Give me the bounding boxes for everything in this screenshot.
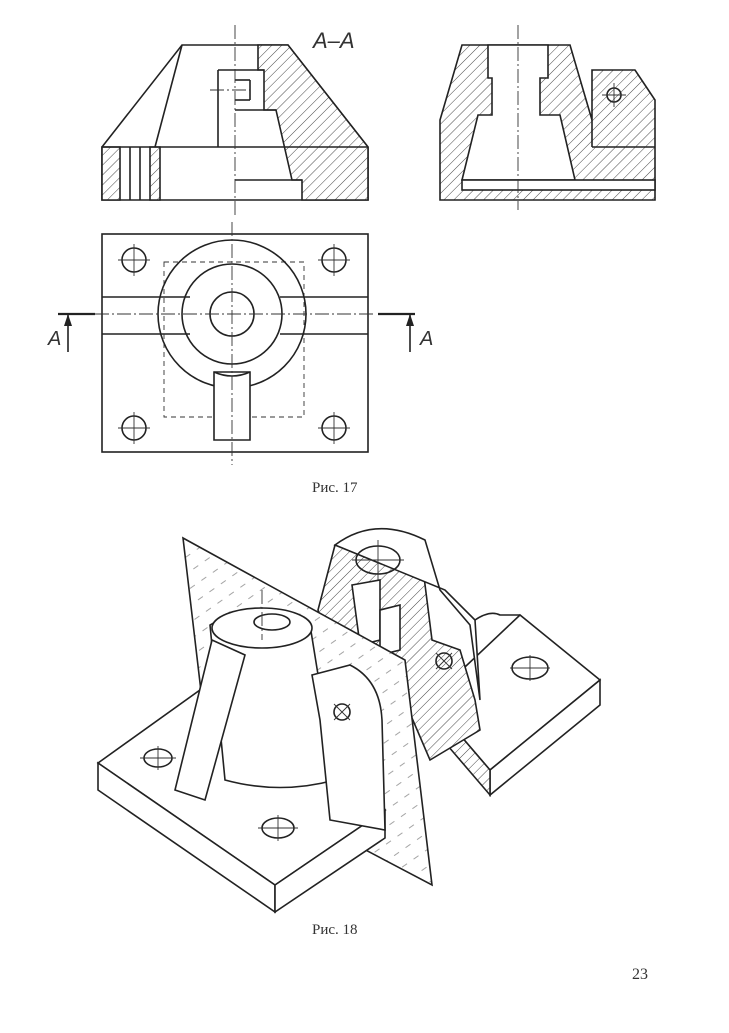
section-label: A–A [313,28,355,53]
fig18-caption: Рис. 18 [312,922,358,938]
front-view [101,25,369,215]
fig17-caption: Рис. 17 [312,480,358,496]
cut-letter-right: A [420,328,434,350]
top-view [58,222,415,465]
cut-letter-left: A [48,328,62,350]
page-number: 23 [632,966,648,983]
fig17-drawing [58,25,656,465]
cutting-plane [182,536,433,887]
side-section-view [439,25,656,210]
isometric-part [96,527,602,914]
